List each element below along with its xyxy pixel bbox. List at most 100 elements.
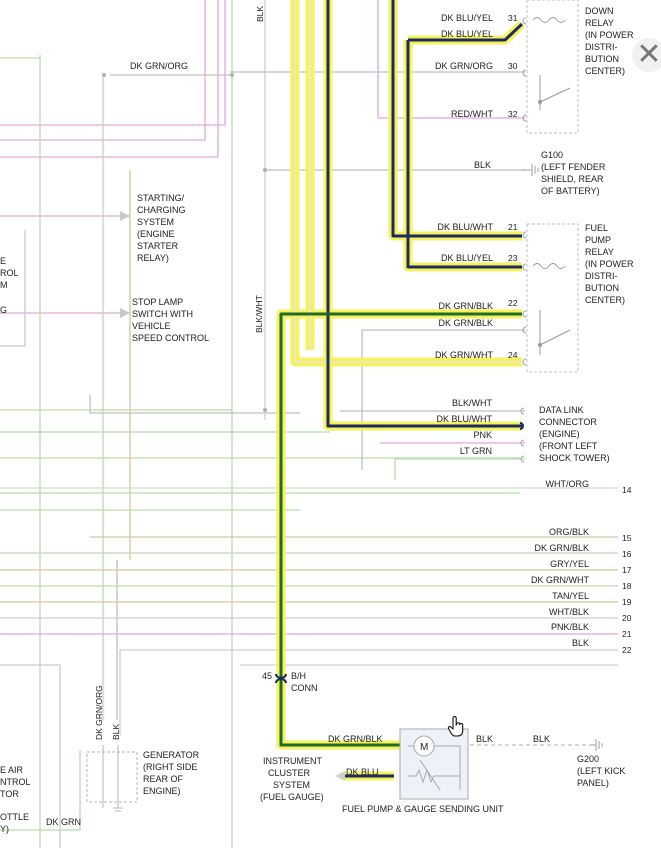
bh-conn-label: CONN [291,683,318,693]
instrument-cluster-label: (FUEL GAUGE) [260,792,324,802]
pcm-relay-desc: BUTION [585,54,619,64]
splice-dot [263,408,267,412]
data-link-desc: SHOCK TOWER) [539,453,610,463]
dk-grn-bottom-label: DK GRN [46,817,81,827]
connector-pins [520,17,527,463]
pcm-relay-wire-label: DK BLU/YEL [441,29,493,39]
fuel-relay-desc: RELAY [585,247,614,257]
relay-box [526,0,579,134]
data-link-wire-label: BLK/WHT [452,398,493,408]
left-cut-label: M [0,280,8,290]
bus-wire-pin: 18 [622,581,632,591]
halo [276,309,522,750]
gray-wire [89,395,300,414]
bh-conn-label: B/H [291,671,306,681]
relay-coil [532,263,566,269]
generator-label: GENERATOR [143,750,200,760]
starting-label: RELAY) [137,253,169,263]
data-link-wire-label: LT GRN [460,446,492,456]
splice-dot [263,168,267,172]
relay-box [526,223,579,373]
background-wires [0,0,618,848]
bus-wire-label: WHT/BLK [549,607,589,617]
g100-desc: OF BATTERY) [541,186,600,196]
data-link-desc: DATA LINK [539,405,584,415]
fuel-relay-wire-label: DK GRN/WHT [435,350,493,360]
fuel-relay-pin: 22 [508,298,518,308]
fuel-relay-desc: CENTER) [585,295,625,305]
bus-wire-label: PNK/BLK [551,622,589,632]
pcm-relay-wire-label: RED/WHT [451,109,493,119]
starting-label: (ENGINE [137,229,175,239]
arrow-icon [120,308,130,318]
fuel-relay-desc: BUTION [585,283,619,293]
gray-wire [361,329,525,470]
left-cut-label: ROL [0,268,19,278]
y-cut-label: Y) [0,824,9,834]
fuel-relay-desc: DISTRI- [585,271,618,281]
fuel-relay-wire-label: DK GRN/BLK [438,301,493,311]
pcm-relay-desc: CENTER) [585,66,625,76]
bus-wire-label: BLK [572,638,589,648]
bus-wire-pin: 15 [622,533,632,543]
pcm-relay-desc: (IN POWER [585,30,634,40]
bus-wire [0,750,81,831]
fuel-relay-pin: 21 [508,222,518,232]
g200-label: PANEL) [577,778,609,788]
instrument-cluster-label: SYSTEM [273,780,310,790]
g100-desc: SHIELD, REAR [541,174,604,184]
bus-wire [119,649,618,735]
pin-bracket [522,326,527,334]
fuel-pump-relay-box [526,223,579,373]
bus-wire-label: TAN/YEL [552,591,589,601]
pcm-relay-wire-label: DK GRN/ORG [435,61,493,71]
relay-contact [538,100,542,104]
g100-desc: (LEFT FENDER [541,162,606,172]
relay-contact [538,343,542,347]
bus-wire-pin: 17 [622,565,632,575]
ground-g100-symbol [522,164,539,176]
fuel-relay-desc: FUEL [585,223,608,233]
bus-wire-pin: 16 [622,549,632,559]
pcm-relay-wire-label: DK BLU/YEL [441,13,493,23]
g200-label: G200 [577,754,599,764]
bh-pin-label: 45 [262,671,272,681]
splice-points [102,73,267,412]
pcm-relay-pin: 32 [508,109,518,119]
fuel-relay-wire-label: DK GRN/BLK [438,318,493,328]
gray-wire [377,0,525,119]
bus-wire-pin: 14 [622,485,632,495]
generator-label: REAR OF [143,774,184,784]
blk-vertical-label: BLK [111,724,121,740]
blk-right-label: BLK [533,734,550,744]
bus-wire-pin: 22 [622,645,632,655]
pcm-relay-desc: DOWN [585,6,614,16]
stop-lamp-label: STOP LAMP [132,297,183,307]
hand-cursor-icon [447,716,464,737]
dk-blu-wht-wire [391,0,522,238]
fuel-relay-pin: 23 [508,253,518,263]
blk-right-label: BLK [476,734,493,744]
data-link-desc: CONNECTOR [539,417,597,427]
fuel-relay-wire-label: DK BLU/YEL [441,253,493,263]
close-icon[interactable]: ✕ [632,38,661,72]
dk-blu-wht-wire [326,0,522,428]
data-link-desc: (FRONT LEFT [539,441,598,451]
dk-blu-yel-wire [406,40,522,269]
left-bottom-label: E AIR [0,765,24,775]
fuel-relay-wire-label: DK BLU/WHT [437,222,493,232]
pin-bracket [522,231,527,239]
fuel-pump-sending-unit [399,728,469,800]
bus-wire-label: DK GRN/WHT [531,575,589,585]
g100-desc: G100 [541,150,563,160]
left-bottom-label: NTROL [0,777,31,787]
pink-wire [0,0,219,158]
pin-bracket [522,17,527,25]
pcm-relay-pin: 31 [508,13,518,23]
motor-m-label: M [420,742,428,753]
bus-wire-label: GRY/YEL [550,559,589,569]
starting-label: CHARGING [137,205,186,215]
pcm-relay-pin: 30 [508,61,518,71]
left-cut-label: E [0,256,6,266]
